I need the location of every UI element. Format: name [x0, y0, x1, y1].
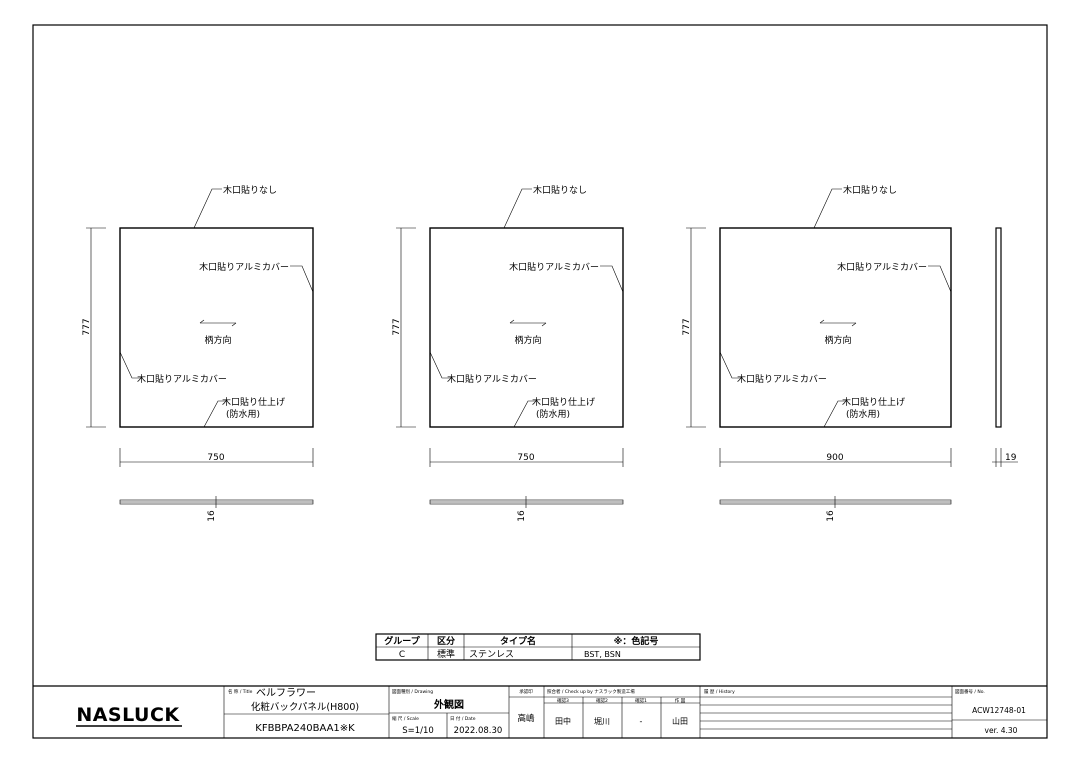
approver-caption: 承認印	[519, 688, 533, 695]
drawing-caption: 図面種別 / Drawing	[392, 688, 433, 695]
thickness-dimension: 16	[826, 510, 836, 522]
leader-line	[513, 400, 536, 428]
thickness-dimension: 16	[207, 510, 217, 522]
left-edge-label: 木口貼りアルミカバー	[137, 373, 227, 385]
left-edge-label: 木口貼りアルミカバー	[447, 373, 537, 385]
grain-direction-label: 柄方向	[824, 334, 851, 346]
panel-outline	[119, 227, 314, 428]
panel-outline	[429, 227, 624, 428]
drawing-version: ver. 4.30	[985, 726, 1018, 735]
bottom-edge-label: 木口貼り仕上げ	[532, 396, 595, 408]
title-caption: 名 称 / Title	[228, 688, 253, 695]
grain-direction-label: 柄方向	[204, 334, 231, 346]
leader-line	[119, 351, 142, 379]
right-edge-label: 木口貼りアルミカバー	[199, 261, 289, 273]
part-number: KFBBPA240BAA1※K	[255, 723, 355, 734]
leader-line	[719, 351, 742, 379]
width-dimension: 900	[826, 453, 843, 463]
grain-direction-label: 柄方向	[514, 334, 541, 346]
leader-line	[600, 265, 624, 293]
height-dimension: 777	[392, 318, 402, 335]
side-view-outline	[995, 227, 1002, 428]
check-header-2: 確認2	[596, 697, 608, 704]
check-name-3: 田中	[555, 716, 571, 726]
product-name: ベルフラワー	[256, 687, 316, 699]
width-dimension: 750	[207, 453, 224, 463]
date-caption: 日 付 / Date	[450, 715, 476, 722]
bottom-edge-note: (防水用)	[846, 408, 880, 420]
check-header-3: 確認3	[557, 697, 569, 704]
grain-arrow-icon	[509, 319, 515, 324]
bottom-edge-label: 木口貼り仕上げ	[842, 396, 905, 408]
right-edge-label: 木口貼りアルミカバー	[509, 261, 599, 273]
company-logo: NASLUCK	[76, 704, 180, 726]
spec-header-group: グループ	[384, 635, 420, 647]
approver-name: 高嶋	[517, 713, 535, 724]
spec-cell-color-code: BST, BSN	[584, 650, 621, 659]
drawing-number: ACW12748-01	[972, 706, 1026, 715]
grain-arrow-icon	[819, 319, 825, 324]
top-edge-label: 木口貼りなし	[533, 184, 587, 196]
scale-caption: 縮 尺 / Scale	[392, 715, 419, 722]
check-name-1: -	[640, 717, 643, 726]
leader-line	[813, 188, 842, 229]
leader-line	[503, 188, 532, 229]
panel-view-1: 木口貼りなし 木口貼りアルミカバー 柄方向 木口貼りアルミカバー 木口貼り仕上げ…	[82, 184, 314, 522]
bottom-edge-label: 木口貼り仕上げ	[222, 396, 285, 408]
panel-view-2: 木口貼りなし 木口貼りアルミカバー 柄方向 木口貼りアルミカバー 木口貼り仕上げ…	[392, 184, 624, 522]
leader-line	[193, 188, 222, 229]
panel-view-3: 木口貼りなし 木口貼りアルミカバー 柄方向 木口貼りアルミカバー 木口貼り仕上げ…	[682, 184, 952, 522]
right-edge-label: 木口貼りアルミカバー	[837, 261, 927, 273]
check-name-2: 堀川	[594, 717, 610, 726]
spec-header-type: タイプ名	[500, 635, 536, 647]
check-header-drafter: 作 図	[675, 697, 686, 704]
date-value: 2022.08.30	[454, 726, 503, 736]
height-dimension: 777	[82, 318, 92, 335]
height-dimension: 777	[682, 318, 692, 335]
grain-arrow-icon	[851, 322, 857, 327]
leader-line	[203, 400, 226, 428]
grain-arrow-icon	[231, 322, 237, 327]
sheet-border	[32, 24, 1048, 739]
bottom-edge-note: (防水用)	[536, 408, 570, 420]
history-caption: 履 歴 / History	[704, 689, 735, 695]
leader-line	[928, 265, 952, 293]
drawing-no-caption: 図面番号 / No.	[955, 688, 985, 695]
product-subtitle: 化粧バックパネル(H800)	[251, 701, 359, 713]
check-caption: 照合者 / Check up by ナスラック製造工場	[547, 688, 635, 695]
spec-header-color-code: ※：色記号	[614, 635, 659, 647]
check-name-drafter: 山田	[672, 716, 688, 726]
bottom-edge-note: (防水用)	[226, 408, 260, 420]
scale-value: S=1/10	[402, 726, 434, 736]
width-dimension: 750	[517, 453, 534, 463]
spec-cell-type: ステンレス	[469, 649, 514, 660]
left-edge-label: 木口貼りアルミカバー	[737, 373, 827, 385]
grain-arrow-icon	[541, 322, 547, 327]
side-thickness-dimension: 19	[1005, 453, 1017, 463]
spec-cell-group: C	[399, 650, 405, 660]
spec-header-division: 区分	[437, 635, 455, 647]
title-block: NASLUCK 名 称 / Title ベルフラワー 化粧バックパネル(H800…	[33, 685, 1047, 738]
leader-line	[429, 351, 452, 379]
leader-line	[823, 400, 846, 428]
side-view: 19	[992, 227, 1018, 467]
check-header-1: 確認1	[635, 697, 647, 704]
spec-cell-division: 標準	[437, 648, 455, 660]
drawing-type: 外観図	[433, 698, 464, 711]
grain-arrow-icon	[199, 319, 205, 324]
top-edge-label: 木口貼りなし	[223, 184, 277, 196]
spec-table: グループ 区分 タイプ名 ※：色記号 C 標準 ステンレス BST, BSN	[375, 633, 701, 661]
thickness-dimension: 16	[517, 510, 527, 522]
top-edge-label: 木口貼りなし	[843, 184, 897, 196]
panel-outline	[719, 227, 952, 428]
leader-line	[290, 265, 314, 293]
